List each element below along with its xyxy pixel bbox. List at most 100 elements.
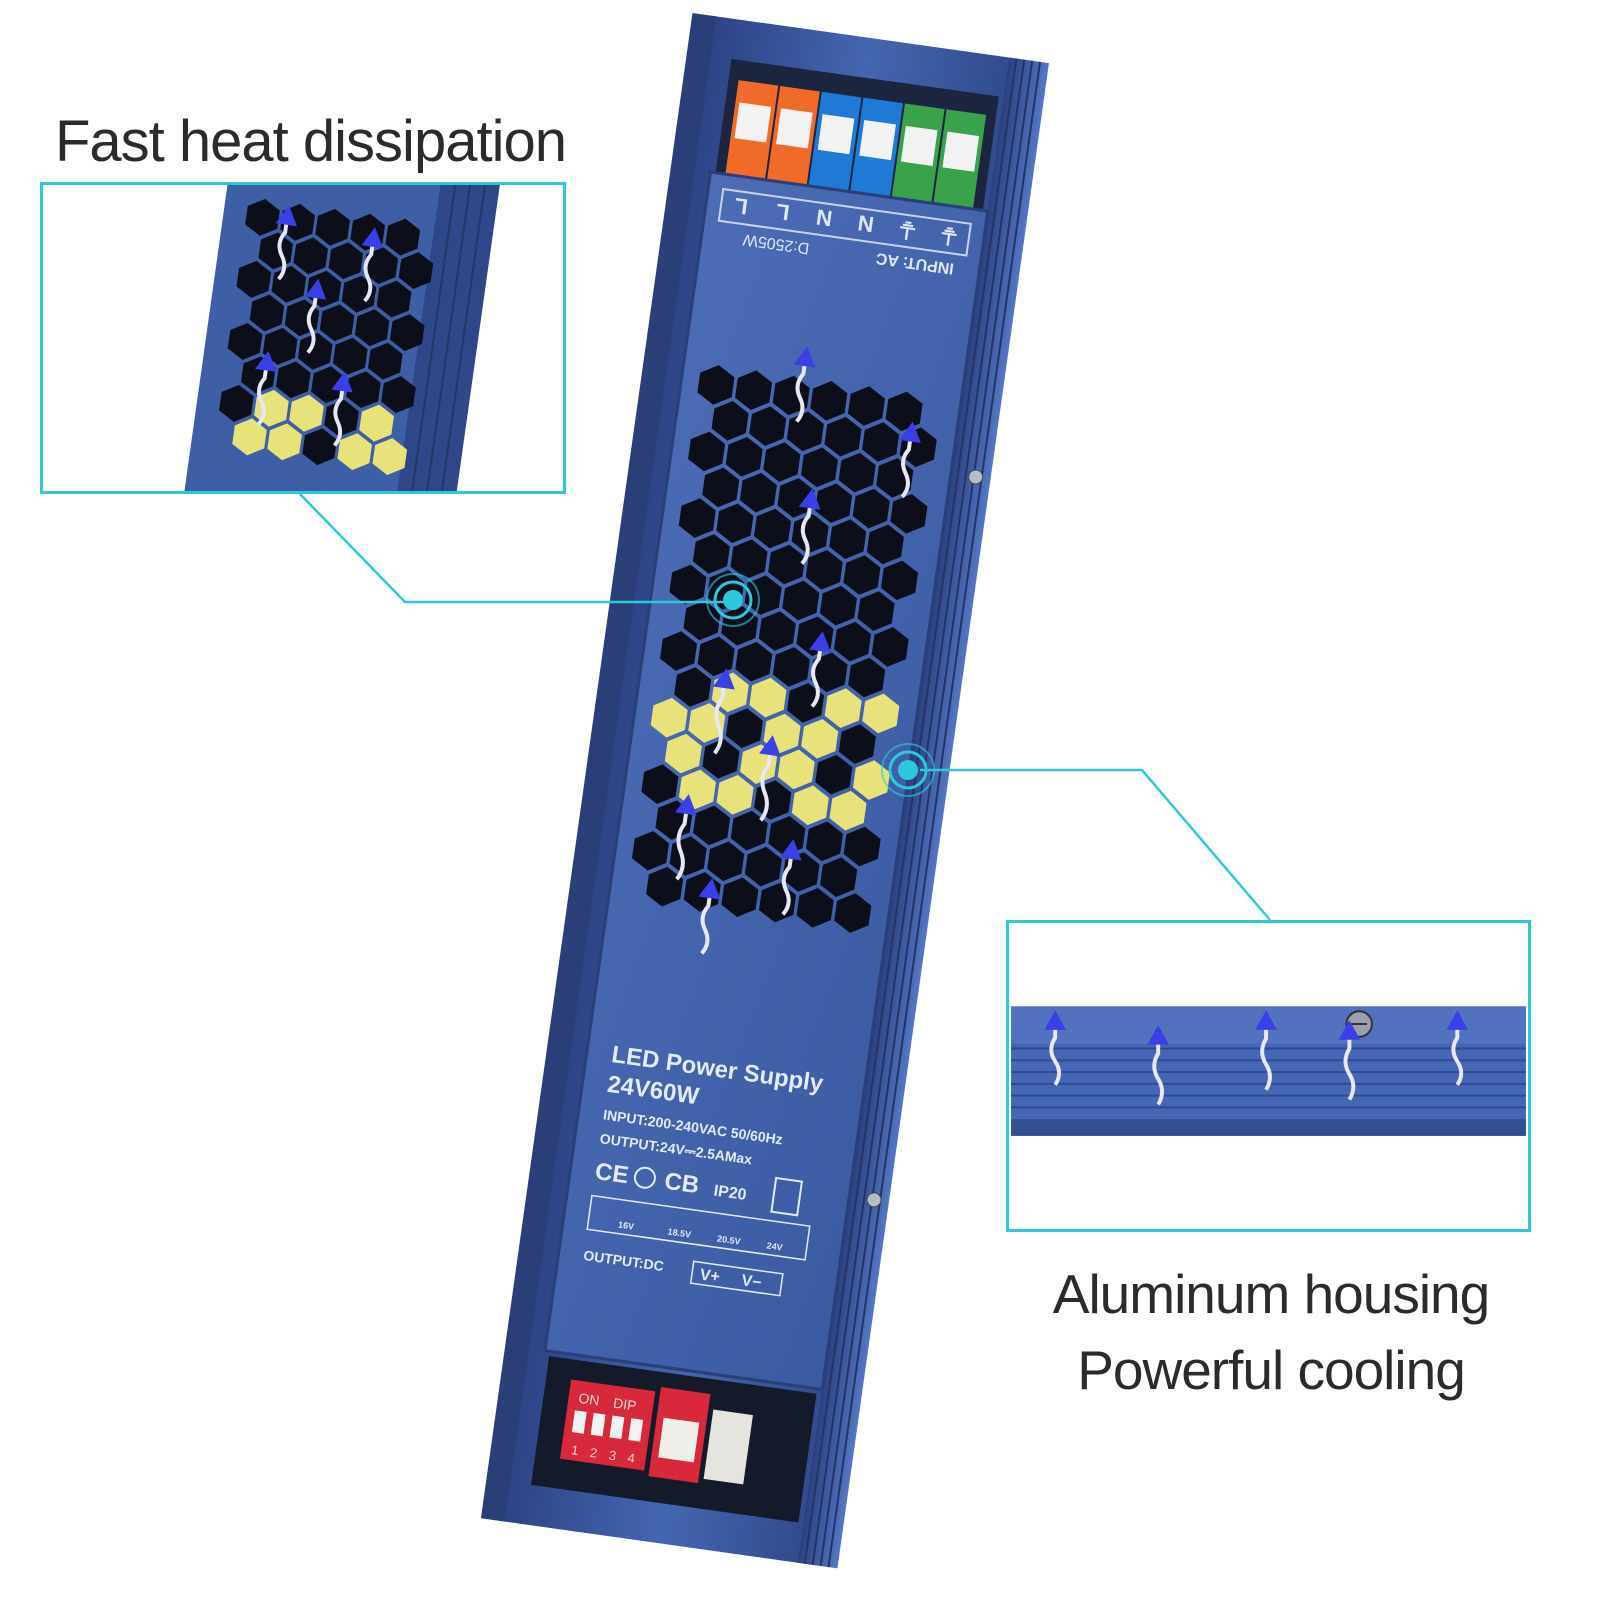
heat-wave [759, 750, 773, 822]
heat-wave [1049, 1025, 1062, 1086]
arrow-up-icon [1255, 1010, 1277, 1030]
vent-hole [324, 399, 359, 437]
vent-hole [852, 760, 890, 800]
output-terminal-block: ON DIP 1 2 3 4 [531, 1356, 817, 1523]
heat-wave [900, 437, 913, 499]
vent-hole [346, 371, 381, 409]
vent-hole [385, 218, 421, 256]
vent-hole [801, 719, 839, 759]
arrow-up-icon [798, 488, 821, 510]
vent-hole [219, 384, 254, 422]
vent-hole [753, 508, 792, 549]
terminal-label: L [733, 193, 750, 220]
vent-hole [354, 309, 390, 347]
vent-hole [829, 519, 867, 559]
arrow-up-icon [809, 631, 831, 653]
vent-hole [838, 452, 876, 493]
vent-hole [815, 754, 853, 795]
vent-hole [791, 514, 829, 554]
dip-on-label: ON [578, 1390, 601, 1409]
arrow-up-icon [1147, 1025, 1169, 1045]
arrow-up-icon [275, 205, 297, 227]
vent-hole [262, 327, 298, 365]
vent-hole [857, 591, 895, 631]
vent-hole [302, 428, 337, 466]
arrow-up-icon [1446, 1010, 1469, 1030]
arrow-up-icon [1044, 1010, 1066, 1030]
dip-number: 4 [627, 1450, 636, 1466]
vent-hole [810, 652, 848, 693]
vent-hole [758, 611, 796, 651]
heat-flow-arrows [675, 346, 921, 955]
vent-hole [646, 866, 684, 907]
vent-hole [735, 641, 773, 682]
terminal-label: N [856, 210, 875, 237]
voltage-option: 16V [617, 1220, 634, 1232]
heat-wave [277, 220, 289, 281]
heat-wave [795, 361, 807, 423]
vent-hole [834, 621, 872, 662]
vent-hole [367, 342, 403, 380]
arrow-up-icon [712, 668, 735, 690]
vent-hole [824, 688, 862, 728]
vent-hole [819, 585, 857, 626]
vent-hole [276, 361, 311, 399]
vent-hole [289, 394, 324, 432]
terminal-label: ⏚ [936, 221, 961, 249]
vent-hole [749, 406, 787, 446]
output-terminal-label: V+ [699, 1266, 721, 1286]
vent-hole [800, 447, 839, 488]
vent-hole [707, 841, 745, 882]
vent-hole [311, 366, 346, 404]
heat-wave [700, 893, 713, 955]
arrow-up-icon [304, 278, 327, 300]
arrow-up-icon [331, 371, 353, 393]
vent-hole [725, 436, 763, 477]
output-terminal-label: V− [740, 1272, 762, 1292]
power-supply-device: L L N N ⏚ ⏚ INPUT: AC D:2505W LED Power … [480, 13, 1049, 1569]
vent-hole [227, 322, 263, 360]
vent-hole [650, 697, 688, 738]
vent-hole [664, 733, 702, 774]
arrow-up-icon [675, 794, 697, 816]
vent-hole [683, 600, 721, 641]
input-terminal-block [714, 58, 999, 216]
heat-wave [1343, 1035, 1356, 1101]
heat-wave [1152, 1040, 1165, 1106]
honeycomb-vents [631, 365, 937, 933]
vent-hole [890, 494, 928, 534]
arrow-up-icon [361, 227, 383, 249]
vent-hole [739, 472, 777, 513]
vent-hole [721, 877, 759, 918]
heat-wave [256, 366, 269, 427]
vent-hole [372, 438, 408, 476]
vent-hole [787, 683, 825, 723]
vent-hole [249, 294, 285, 332]
callout-target-icon [898, 760, 918, 780]
vent-hole [885, 391, 923, 432]
vent-hole [786, 411, 824, 452]
heat-wave [332, 386, 345, 447]
aluminum-housing-zoom-inset [1006, 920, 1531, 1232]
vent-hole [711, 401, 749, 441]
vent-hole [772, 647, 810, 687]
vent-hole [843, 826, 881, 867]
heat-wave [1451, 1025, 1464, 1086]
callout-housing [881, 743, 1271, 921]
vent-hole [768, 816, 806, 856]
vent-hole [319, 304, 355, 342]
vent-hole [631, 830, 670, 871]
cover-plate [543, 170, 990, 1392]
heat-wave [675, 809, 689, 881]
cooling-caption: Powerful cooling [1077, 1339, 1466, 1401]
vent-hole [852, 488, 890, 529]
cert-seal-icon [633, 1166, 656, 1189]
vent-hole [829, 790, 867, 831]
dip-label: DIP [612, 1395, 637, 1414]
vent-hole [236, 260, 272, 298]
vent-hole [805, 549, 843, 590]
vent-hole [702, 739, 740, 779]
vent-hole [693, 805, 731, 846]
arrow-up-icon [899, 421, 921, 444]
